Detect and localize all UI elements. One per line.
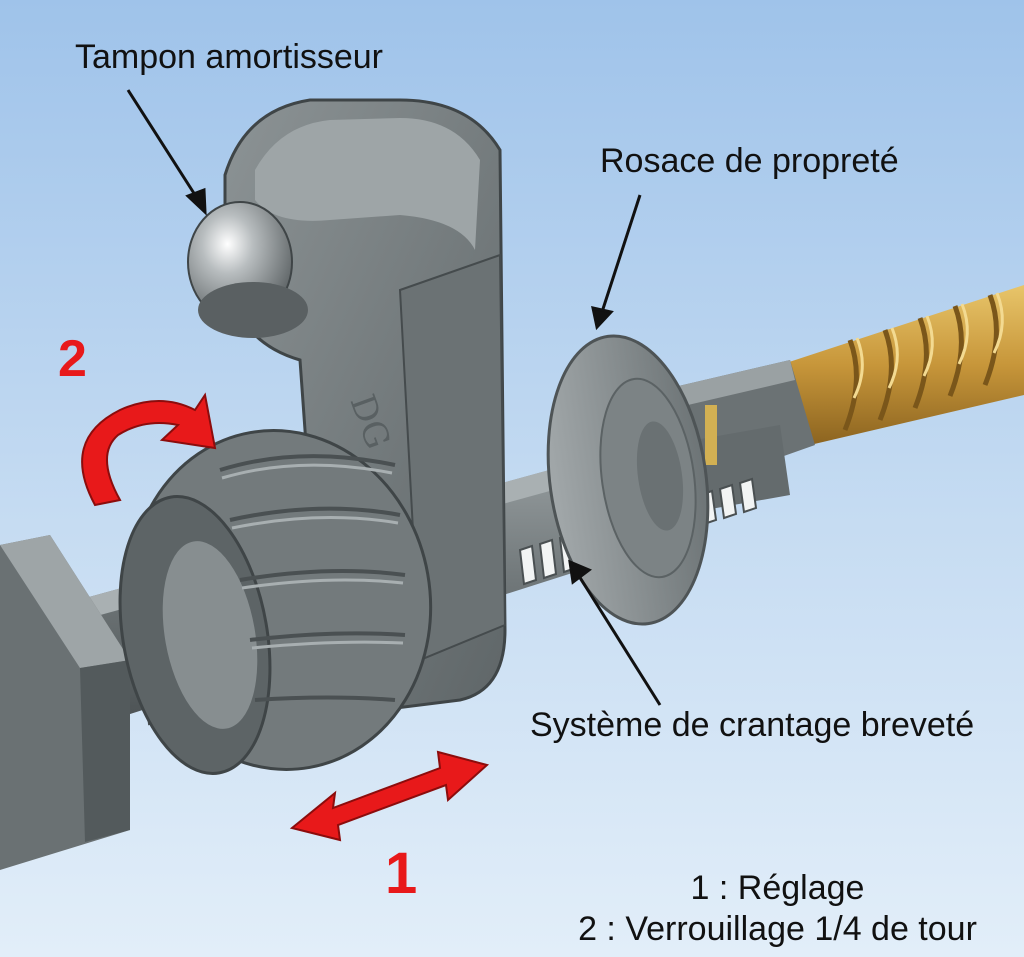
- legend-line-1: 1 : Réglage: [690, 869, 865, 907]
- adjusting-nut: [118, 429, 433, 775]
- left-block: [0, 535, 130, 870]
- brass-screw: [780, 285, 1024, 445]
- leader-arrows: [126, 89, 662, 706]
- bumper-leader-head: [185, 187, 207, 216]
- rosette-leader: [600, 194, 642, 313]
- rosette-label: Rosace de propreté: [600, 142, 899, 180]
- bumper-leader: [126, 89, 199, 199]
- step-1-number: 1: [385, 841, 418, 906]
- curved-arrow-icon: [81, 392, 217, 507]
- bracket-body: DG: [223, 98, 507, 712]
- double-arrow-icon: [289, 750, 490, 842]
- step-2-number: 2: [58, 330, 87, 388]
- legend: 1 : Réglage 2 : Verrouillage 1/4 de tour: [555, 868, 1000, 950]
- rosette-leader-head: [591, 306, 614, 331]
- notch-system-label: Système de crantage breveté: [530, 706, 975, 744]
- notch-leader-head: [568, 559, 592, 585]
- legend-line-2: 2 : Verrouillage 1/4 de tour: [578, 909, 977, 948]
- bumper-label: Tampon amortisseur: [75, 38, 384, 76]
- bumper-ball: [187, 201, 308, 338]
- rosette-washer: [546, 334, 710, 626]
- notch-leader: [577, 575, 662, 706]
